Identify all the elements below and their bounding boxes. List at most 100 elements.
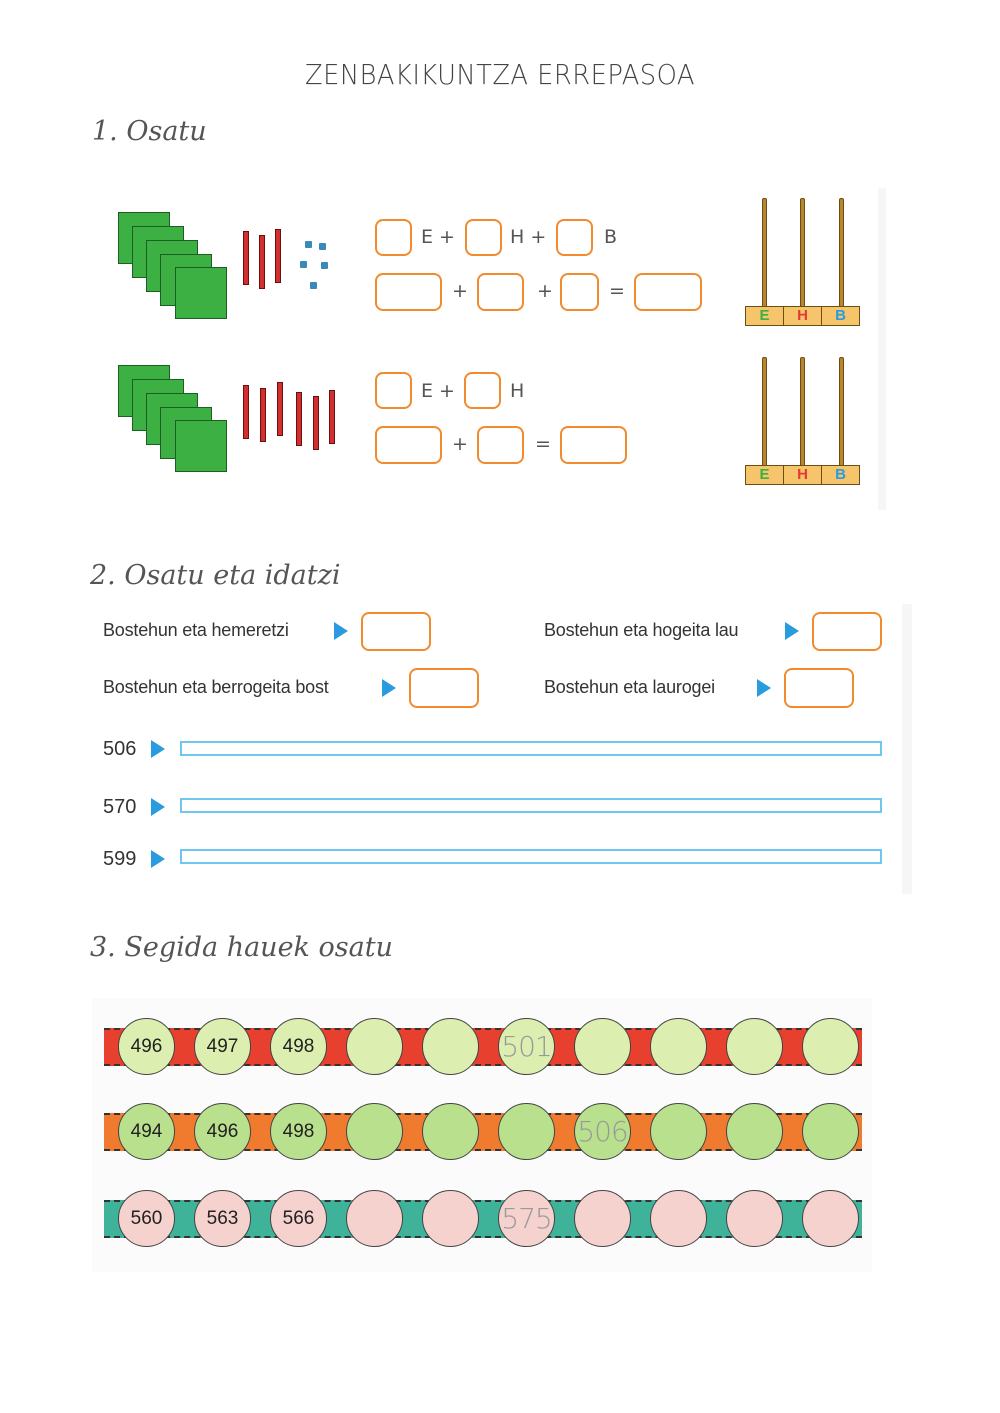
ten-rod: [243, 231, 249, 285]
number-label: 570: [103, 796, 137, 818]
answer-box[interactable]: [361, 612, 431, 651]
section-3-heading: 3. Segida hauek osatu: [90, 932, 393, 963]
arrow-right-icon: [151, 740, 165, 758]
sequence-value: 501: [501, 1030, 552, 1063]
sequence-circle[interactable]: [346, 1103, 403, 1160]
ten-rod: [313, 396, 319, 450]
arrow-right-icon: [151, 798, 165, 816]
sequence-circle[interactable]: [346, 1018, 403, 1075]
unit-cube: [310, 282, 317, 289]
unit-cube: [305, 241, 312, 248]
sequence-circle[interactable]: [802, 1190, 859, 1247]
abacus-label-e: E: [746, 307, 784, 325]
sequence-circle: 496: [118, 1018, 175, 1075]
number-word: Bostehun eta laurogei: [544, 677, 715, 697]
total-box[interactable]: [634, 273, 702, 311]
sequence-value: 496: [206, 1120, 239, 1142]
sequence-circle[interactable]: [422, 1190, 479, 1247]
sequence-circle: 498: [270, 1103, 327, 1160]
equals-sign: =: [609, 280, 625, 302]
units-value-box[interactable]: [560, 273, 599, 311]
sequence-circle[interactable]: [650, 1103, 707, 1160]
hundreds-value-box[interactable]: [375, 426, 442, 464]
number-label: 599: [103, 848, 137, 870]
sequence-circle[interactable]: [650, 1018, 707, 1075]
write-line[interactable]: [180, 741, 882, 756]
answer-box[interactable]: [784, 668, 854, 708]
answer-box[interactable]: [812, 612, 882, 651]
tens-value-box[interactable]: [477, 426, 524, 464]
sequence-circle[interactable]: [726, 1103, 783, 1160]
abacus-rod: [800, 357, 805, 467]
sequence-circle[interactable]: [802, 1018, 859, 1075]
arrow-right-icon: [382, 679, 396, 697]
ten-rod: [275, 229, 281, 283]
sequence-value: 560: [130, 1207, 163, 1229]
sequence-circle[interactable]: [802, 1103, 859, 1160]
sequence-value: 498: [282, 1120, 315, 1142]
sequence-circle[interactable]: [422, 1018, 479, 1075]
sequence-value: 566: [282, 1207, 315, 1229]
write-line[interactable]: [180, 798, 882, 813]
number-word: Bostehun eta berrogeita bost: [103, 677, 329, 697]
hundreds-label: E +: [421, 226, 455, 248]
hundreds-box[interactable]: [375, 219, 412, 256]
arrow-right-icon: [757, 679, 771, 697]
sequence-circle[interactable]: [650, 1190, 707, 1247]
hundreds-box[interactable]: [375, 372, 412, 409]
hundred-block: [175, 420, 227, 472]
section-1-heading: 1. Osatu: [92, 116, 207, 147]
hundreds-value-box[interactable]: [375, 273, 442, 311]
sequence-circle[interactable]: [726, 1018, 783, 1075]
answer-box[interactable]: [409, 668, 479, 708]
abacus-rod: [762, 198, 767, 308]
write-line[interactable]: [180, 849, 882, 864]
plus-sign: +: [452, 280, 468, 302]
sequence-circle[interactable]: [346, 1190, 403, 1247]
abacus-label-e: E: [746, 466, 784, 484]
unit-cube: [319, 243, 326, 250]
sequence-circle: 497: [194, 1018, 251, 1075]
abacus-base: E H B: [745, 306, 860, 326]
hundreds-label: E +: [421, 380, 455, 402]
sequence-value: 496: [130, 1035, 163, 1057]
sequence-value: 498: [282, 1035, 315, 1057]
abacus-label-b: B: [835, 466, 846, 483]
sequence-circle: 575: [498, 1190, 555, 1247]
abacus-label-h: H: [784, 307, 822, 325]
units-box[interactable]: [556, 219, 593, 256]
tens-box[interactable]: [464, 372, 501, 409]
sequence-circle: 501: [498, 1018, 555, 1075]
sequence-circle[interactable]: [422, 1103, 479, 1160]
sequence-circle: 506: [574, 1103, 631, 1160]
hundred-block: [175, 267, 227, 319]
arrow-right-icon: [334, 622, 348, 640]
sequence-value: 506: [577, 1115, 628, 1148]
abacus-base: E H B: [745, 465, 860, 485]
sequence-circle[interactable]: [498, 1103, 555, 1160]
sequence-circle[interactable]: [574, 1190, 631, 1247]
sequence-circle[interactable]: [726, 1190, 783, 1247]
sequence-value: 575: [501, 1202, 552, 1235]
ten-rod: [277, 382, 283, 436]
sequence-value: 494: [130, 1120, 163, 1142]
unit-cube: [300, 261, 307, 268]
sequence-circle: 566: [270, 1190, 327, 1247]
abacus-label-h: H: [784, 466, 822, 484]
section-2-heading: 2. Osatu eta idatzi: [90, 560, 341, 591]
sequence-circle[interactable]: [574, 1018, 631, 1075]
ten-rod: [329, 390, 335, 444]
equals-sign: =: [535, 433, 551, 455]
arrow-right-icon: [151, 850, 165, 868]
plus-sign: +: [452, 433, 468, 455]
sequence-value: 497: [206, 1035, 239, 1057]
abacus-rod: [839, 198, 844, 308]
abacus-label-b: B: [835, 307, 846, 324]
sequence-circle: 496: [194, 1103, 251, 1160]
total-box[interactable]: [560, 426, 627, 464]
tens-box[interactable]: [465, 219, 502, 256]
units-label: B: [604, 226, 618, 248]
tens-label: H: [510, 380, 525, 402]
sequence-value: 563: [206, 1207, 239, 1229]
tens-value-box[interactable]: [477, 273, 524, 311]
